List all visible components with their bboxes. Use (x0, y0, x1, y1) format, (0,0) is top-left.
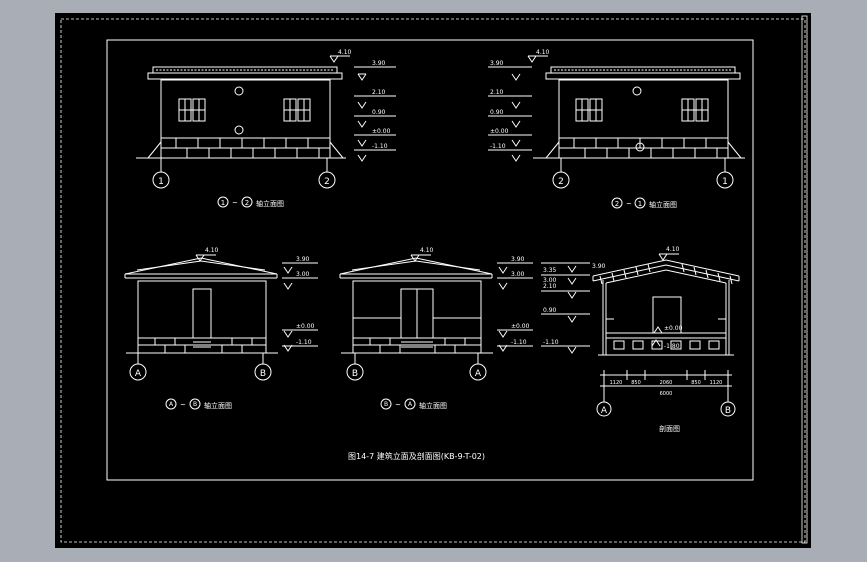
dim-label: 1120 (710, 380, 723, 386)
elev-label: 0.90 (543, 307, 557, 314)
view-caption: 轴立面图 (649, 200, 677, 209)
elevation-view-A-B (124, 254, 318, 410)
elev-label: -1.10 (543, 339, 559, 346)
drawing-title: 图14-7 建筑立面及剖面图(KB-9-T-02) (348, 451, 485, 461)
axis-label: 2 (245, 199, 249, 207)
elev-label: 3.90 (592, 263, 606, 270)
axis-label: B (260, 369, 266, 379)
elev-label: -1.10 (511, 339, 527, 346)
axis-label: 2 (615, 200, 619, 208)
elev-label: -1.80 (664, 343, 680, 350)
elevation-view-B-A-labels: 4.10 3.90 3.00 ±0.00 -1.10 B A B A ~ 轴立面… (352, 247, 530, 410)
view-caption: 轴立面图 (256, 199, 284, 208)
elev-label: -1.10 (296, 339, 312, 346)
elevation-view-2-1-labels: 4.10 3.90 2.10 0.90 ±0.00 -1.10 2 1 2 1 … (490, 49, 728, 209)
elev-label: ±0.00 (664, 325, 683, 332)
elev-label: 4.10 (666, 246, 680, 253)
view-caption: 剖面图 (659, 424, 680, 433)
elev-label: ±0.00 (372, 128, 391, 135)
dim-total: 6000 (660, 391, 673, 397)
axis-label: A (601, 406, 608, 416)
elev-label: ±0.00 (296, 323, 315, 330)
axis-label: B (352, 369, 358, 379)
axis-label: 1 (221, 199, 225, 207)
axis-label: A (169, 401, 174, 408)
elev-label: 3.90 (511, 256, 525, 263)
elev-label: 4.10 (205, 247, 219, 254)
sheet-border-solid (801, 15, 808, 544)
axis-label: 2 (558, 177, 564, 187)
svg-text:~: ~ (626, 200, 632, 208)
axis-label: B (193, 401, 197, 408)
elevation-view-2-1 (488, 55, 745, 209)
elev-label: 0.90 (490, 109, 504, 116)
elevation-view-1-2 (136, 55, 396, 208)
elev-label: 3.90 (490, 60, 504, 67)
elev-label: -1.10 (490, 143, 506, 150)
elev-label: ±0.00 (511, 323, 530, 330)
view-caption: 轴立面图 (204, 401, 232, 410)
dim-label: 850 (691, 380, 701, 386)
elev-label: 4.10 (420, 247, 434, 254)
elev-label: 3.00 (543, 277, 557, 284)
elev-label: 3.00 (511, 271, 525, 278)
elev-label: 2.10 (372, 89, 386, 96)
axis-label: B (384, 401, 388, 408)
elev-label: 4.10 (338, 49, 352, 56)
axis-label: B (725, 406, 731, 416)
axis-label: 1 (722, 177, 728, 187)
elevation-view-B-A (339, 254, 533, 410)
section-view-labels: 4.10 3.90 3.35 3.00 2.10 0.90 -1.10 ±0.0… (543, 246, 731, 433)
axis-label: A (135, 369, 142, 379)
elev-label: 3.00 (296, 271, 310, 278)
svg-text:~: ~ (232, 199, 238, 207)
elev-label: ±0.00 (490, 128, 509, 135)
dim-label: 1120 (610, 380, 623, 386)
axis-label: 2 (324, 177, 330, 187)
axis-label: 1 (638, 200, 642, 208)
elev-label: 3.35 (543, 267, 557, 274)
elev-label: 4.10 (536, 49, 550, 56)
elev-label: 2.10 (543, 283, 557, 290)
axis-label: A (408, 401, 413, 408)
axis-label: 1 (158, 177, 164, 187)
elev-label: 3.90 (296, 256, 310, 263)
svg-text:~: ~ (180, 401, 186, 409)
dim-label: 2060 (660, 380, 673, 386)
elevation-view-1-2-labels: 4.10 3.90 2.10 0.90 ±0.00 -1.10 1 2 1 2 … (158, 49, 390, 208)
elev-label: 0.90 (372, 109, 386, 116)
sheet-border-dashed (60, 18, 806, 543)
axis-label: A (475, 369, 482, 379)
dim-label: 850 (631, 380, 641, 386)
section-view (541, 253, 740, 417)
elev-label: 2.10 (490, 89, 504, 96)
svg-text:~: ~ (395, 401, 401, 409)
drawing-frame (106, 39, 754, 481)
view-caption: 轴立面图 (419, 401, 447, 410)
elevation-view-A-B-labels: 4.10 3.90 3.00 ±0.00 -1.10 A B A B ~ 轴立面… (135, 247, 315, 410)
elev-label: 3.90 (372, 60, 386, 67)
elev-label: -1.10 (372, 143, 388, 150)
